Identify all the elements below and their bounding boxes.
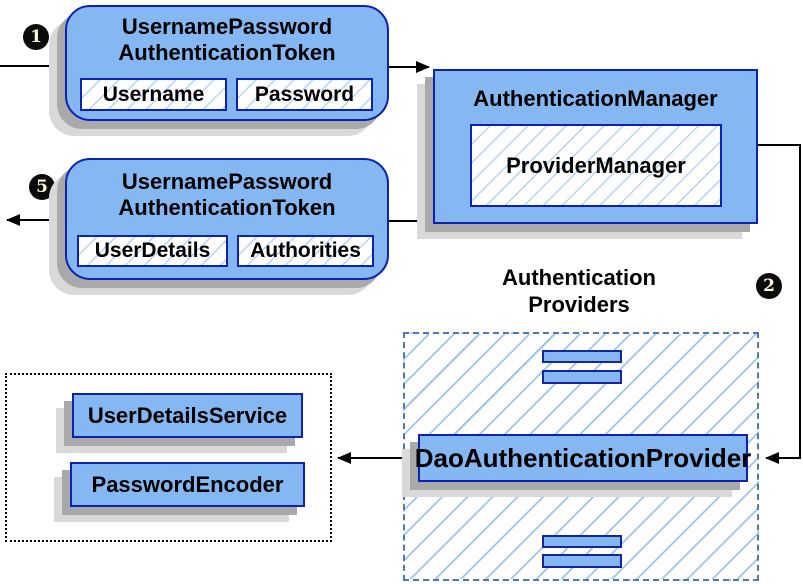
step-1-badge: 1 — [23, 24, 49, 50]
provider-stack-bar — [542, 370, 622, 384]
manager-to-provider-arrow — [758, 144, 801, 464]
request-token-box: UsernamePassword AuthenticationToken Use… — [65, 5, 389, 121]
step-5-badge: 5 — [29, 174, 55, 200]
provider-stack-bar — [542, 554, 622, 568]
userdetails-field-label: UserDetails — [94, 239, 211, 262]
dao-authentication-provider-label: DaoAuthenticationProvider — [414, 442, 752, 473]
request-token-title-line1: UsernamePassword — [121, 14, 333, 39]
password-field-chip: Password — [236, 78, 373, 111]
authentication-manager-box: AuthenticationManager ProviderManager — [433, 69, 758, 224]
password-encoder-box: PasswordEncoder — [70, 462, 305, 507]
username-field-label: Username — [102, 82, 205, 106]
provider-stack-bar — [542, 535, 622, 548]
request-token-title: UsernamePassword AuthenticationToken — [67, 14, 387, 66]
authorities-field-label: Authorities — [250, 239, 361, 262]
response-token-title-line2: AuthenticationToken — [118, 195, 336, 220]
providers-heading-line2: Providers — [528, 292, 630, 317]
username-field-chip: Username — [80, 78, 227, 111]
password-field-label: Password — [254, 82, 355, 106]
provider-stack-bar — [542, 350, 622, 363]
authorities-field-chip: Authorities — [237, 235, 374, 267]
password-encoder-label: PasswordEncoder — [91, 471, 284, 497]
provider-manager-label: ProviderManager — [506, 152, 686, 178]
response-token-title-line1: UsernamePassword — [121, 169, 333, 194]
step-5-number: 5 — [36, 177, 48, 197]
provider-manager-box: ProviderManager — [470, 124, 722, 207]
request-token-title-line2: AuthenticationToken — [118, 40, 336, 65]
step-2-badge: 2 — [756, 273, 782, 299]
step-1-number: 1 — [30, 27, 42, 47]
user-details-service-box: UserDetailsService — [72, 393, 303, 438]
dao-authentication-provider-box: DaoAuthenticationProvider — [415, 434, 751, 482]
userdetails-field-chip: UserDetails — [77, 235, 228, 267]
authentication-manager-title: AuthenticationManager — [473, 86, 718, 111]
step-2-number: 2 — [763, 276, 775, 296]
providers-heading: Authentication Providers — [428, 264, 730, 318]
providers-heading-line1: Authentication — [502, 265, 656, 290]
response-token-title: UsernamePassword AuthenticationToken — [67, 169, 387, 221]
user-details-service-label: UserDetailsService — [87, 402, 288, 428]
response-token-box: UsernamePassword AuthenticationToken Use… — [65, 158, 389, 280]
